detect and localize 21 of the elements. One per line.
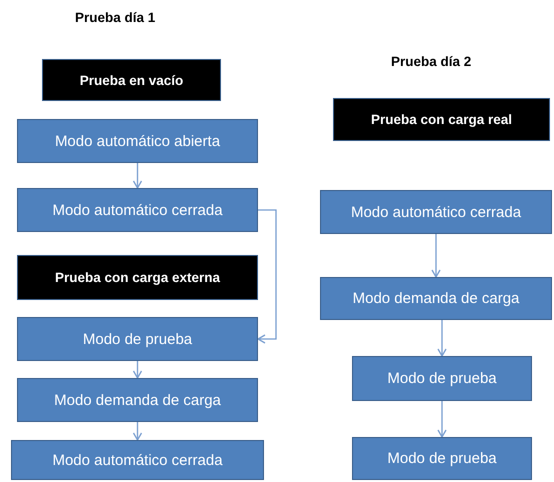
process-box: Modo automático cerrada	[11, 440, 264, 480]
arrow	[431, 234, 441, 278]
process-box: Modo automático cerrada	[17, 188, 258, 232]
arrow	[132, 361, 142, 379]
process-box: Modo de prueba	[17, 317, 258, 361]
arrow	[257, 209, 277, 344]
process-box: Modo automático cerrada	[320, 190, 552, 234]
section-heading-box: Prueba con carga real	[333, 98, 550, 141]
process-box: Modo demanda de carga	[320, 277, 552, 320]
process-box: Modo de prueba	[352, 356, 532, 401]
arrow	[132, 422, 142, 441]
arrow	[437, 401, 447, 438]
process-box: Modo de prueba	[352, 437, 532, 480]
day-heading: Prueba día 2	[391, 54, 472, 69]
process-box: Modo automático abierta	[17, 119, 258, 163]
arrow	[437, 320, 447, 357]
section-heading-box: Prueba con carga externa	[17, 255, 258, 300]
process-box: Modo demanda de carga	[17, 378, 258, 422]
day-heading: Prueba día 1	[75, 10, 156, 25]
arrow	[132, 163, 142, 189]
section-heading-box: Prueba en vacío	[42, 59, 221, 101]
